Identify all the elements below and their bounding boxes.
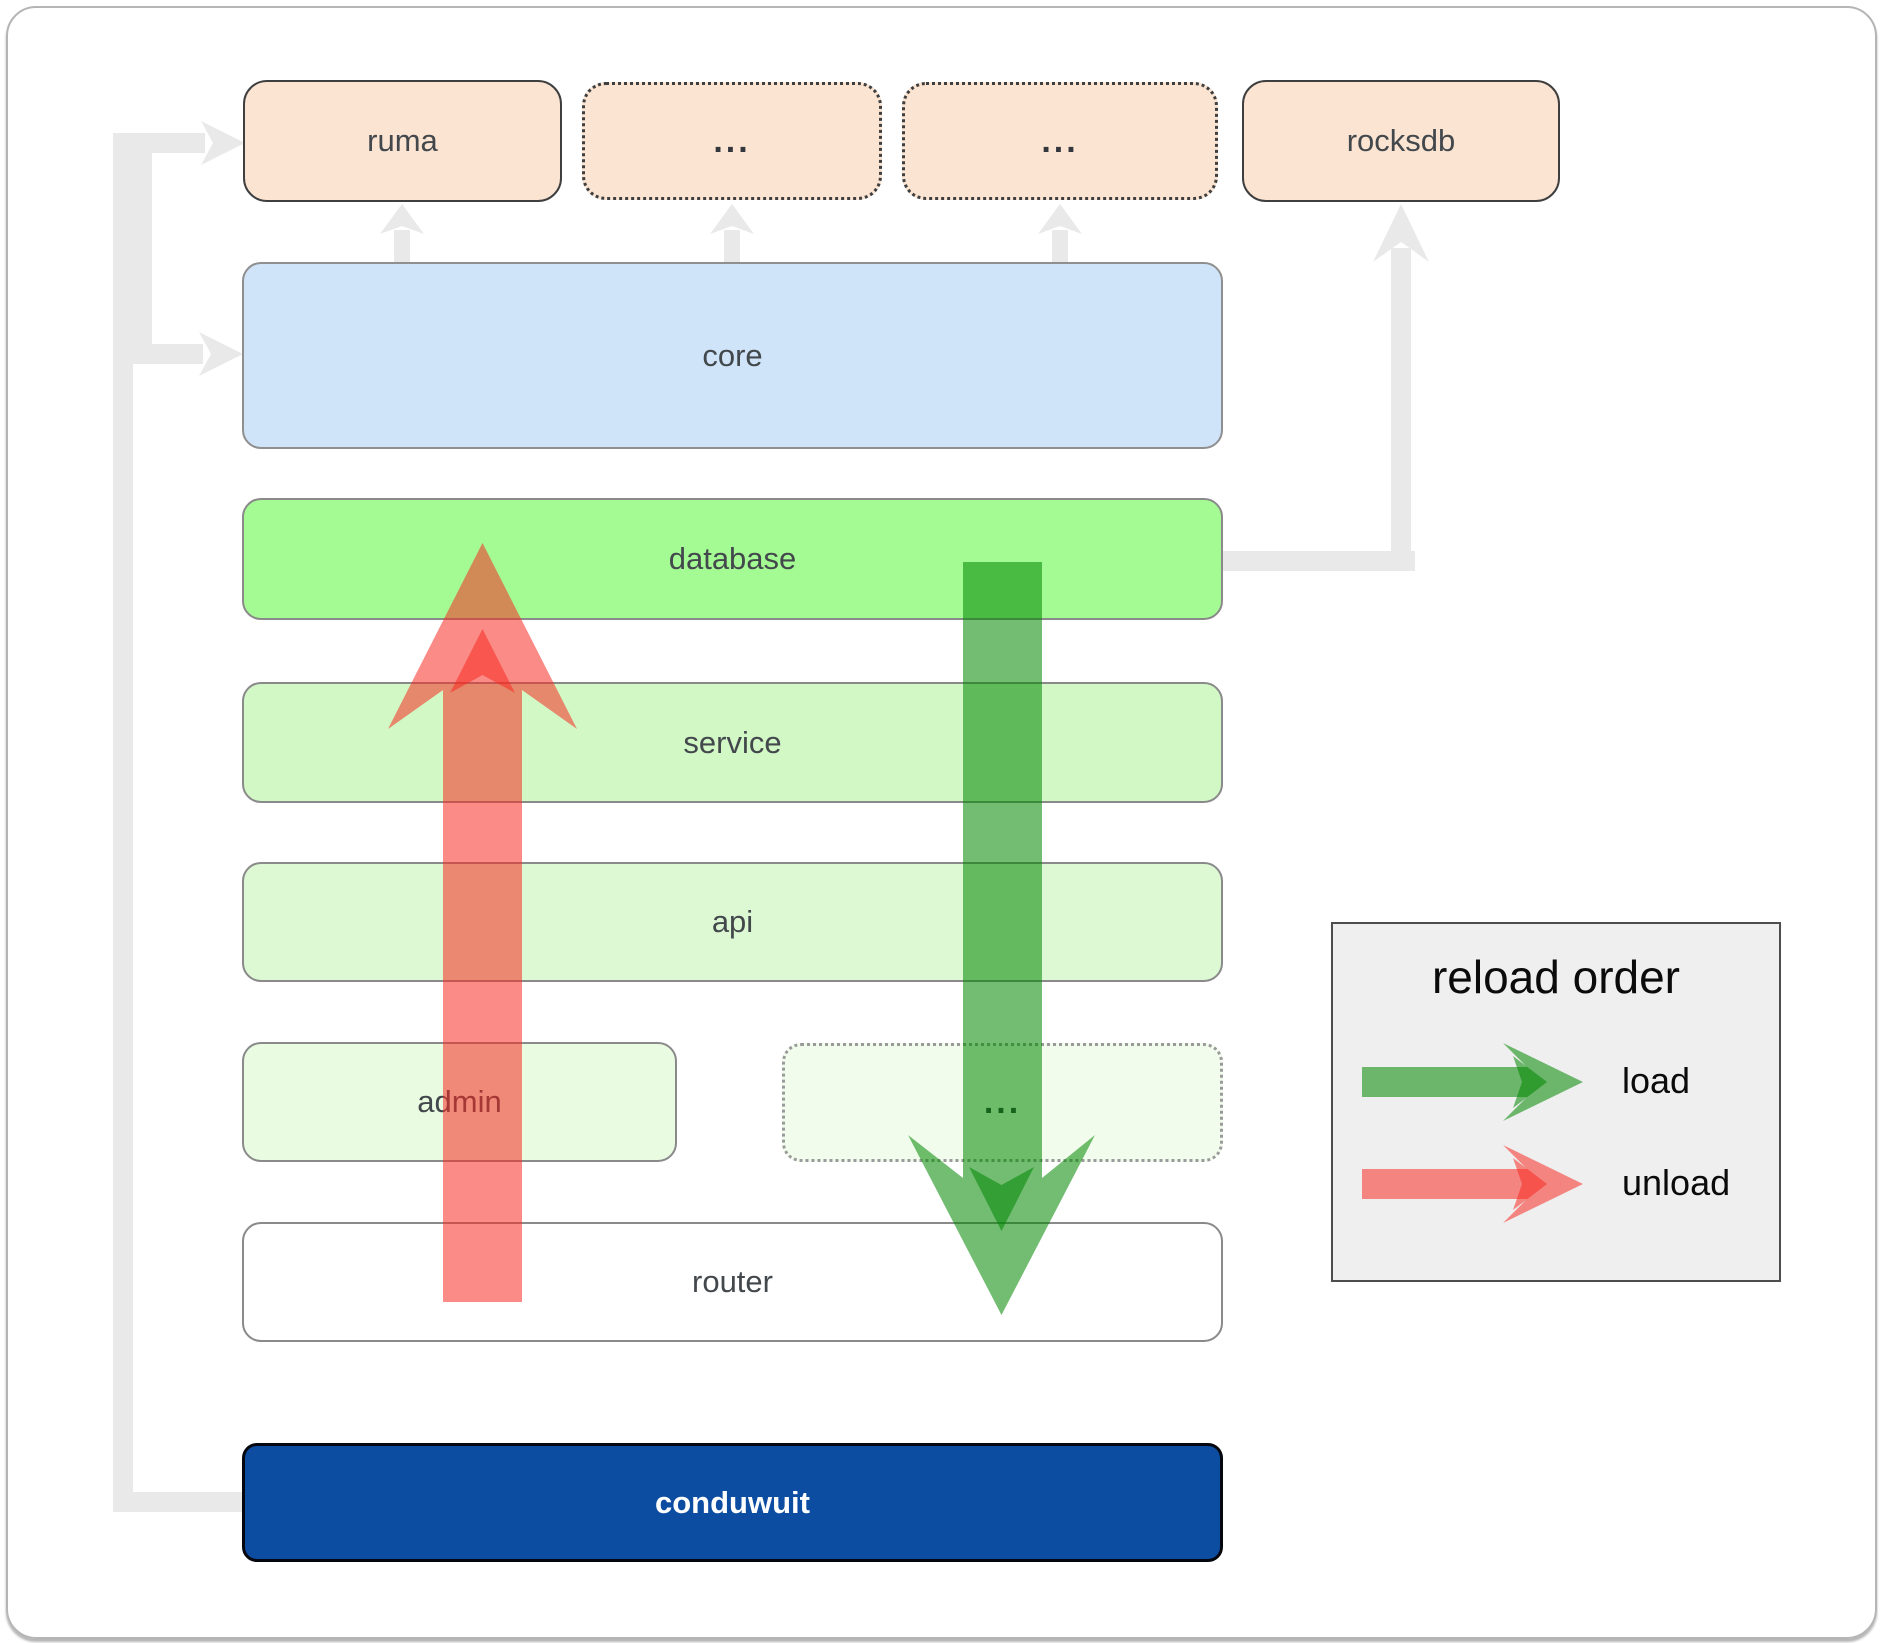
connector-core-to-ellipsis2-stub xyxy=(1052,230,1068,264)
legend-title: reload order xyxy=(1431,951,1681,1003)
connector-core-to-ruma-stub xyxy=(394,230,410,264)
legend-load-label: load xyxy=(1622,1060,1691,1101)
connector-to-ruma-line xyxy=(113,133,205,153)
node-ellipsis-top-2: ... xyxy=(902,82,1218,200)
node-core: core xyxy=(242,262,1223,449)
legend-panel xyxy=(1331,922,1781,1282)
node-ruma: ruma xyxy=(243,80,562,202)
connector-database-to-rocksdb-horizontal xyxy=(1223,551,1415,571)
node-router: router xyxy=(242,1222,1223,1342)
node-conduwuit: conduwuit xyxy=(242,1443,1223,1562)
node-database: database xyxy=(242,498,1223,620)
connector-to-core-line xyxy=(133,344,203,364)
node-ellipsis-top-2-label: ... xyxy=(1041,121,1079,160)
node-core-label: core xyxy=(702,337,763,373)
legend-unload-label: unload xyxy=(1622,1162,1731,1203)
connector-core-to-ellipsis1-stub xyxy=(724,230,740,264)
connector-conduwuit-vertical xyxy=(113,143,133,1509)
node-database-label: database xyxy=(668,541,797,576)
diagram-canvas-border xyxy=(6,6,1877,1639)
connector-from-conduwuit-line xyxy=(113,1492,245,1512)
connector-database-to-rocksdb-vertical xyxy=(1391,248,1411,571)
node-router-label: router xyxy=(692,1264,773,1299)
node-ellipsis-top-1: ... xyxy=(582,82,882,200)
node-rocksdb: rocksdb xyxy=(1242,80,1560,202)
node-conduwuit-label: conduwuit xyxy=(655,1484,810,1520)
node-service-label: service xyxy=(683,724,782,760)
node-api: api xyxy=(242,862,1223,982)
node-ruma-label: ruma xyxy=(367,123,438,158)
node-ellipsis-top-1-label: ... xyxy=(713,121,751,160)
node-rocksdb-label: rocksdb xyxy=(1346,123,1456,158)
connector-branch-vertical xyxy=(133,133,152,364)
node-service: service xyxy=(242,682,1223,803)
node-api-label: api xyxy=(711,904,754,939)
